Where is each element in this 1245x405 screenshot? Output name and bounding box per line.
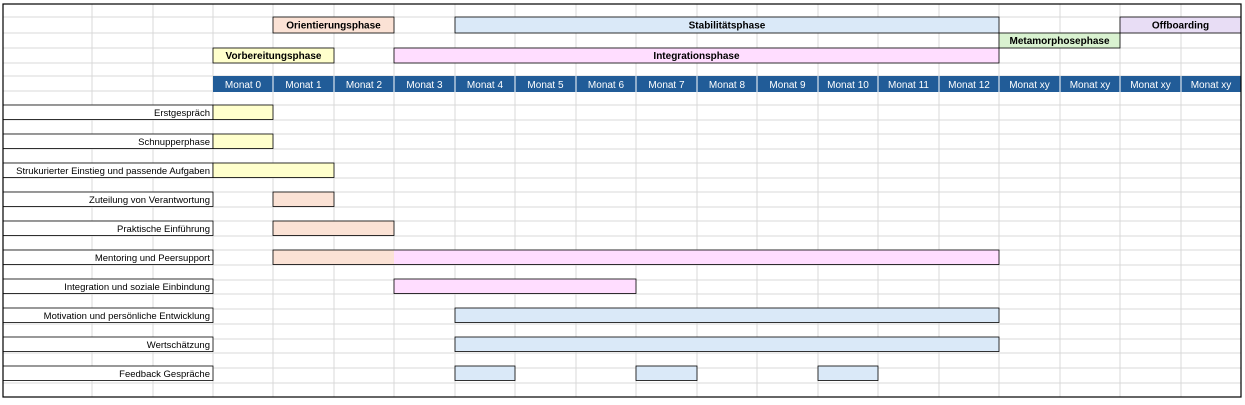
- task-label: Strukurierter Einstieg und passende Aufg…: [16, 166, 210, 177]
- month-header: Monat 0 Monat 1 Monat 2 Monat 3 Monat 4 Monat…: [213, 76, 1241, 92]
- phase-bar: [393, 47, 1000, 64]
- task-bar-outline: [272, 191, 335, 207]
- task-bar: [273, 192, 334, 207]
- task-bar-outline: [454, 307, 1000, 323]
- task-bar-outline: [454, 365, 516, 381]
- task-bar-outline: [212, 133, 274, 149]
- phase-label: Vorbereitungsphase: [226, 51, 322, 62]
- task-bar: [273, 221, 394, 236]
- phase-label: Stabilitätsphase: [689, 21, 766, 32]
- task-bar-outline: [635, 365, 698, 381]
- task-bar: [394, 279, 636, 294]
- month-label: Monat xy: [1009, 80, 1050, 91]
- phase-label: Integrationsphase: [653, 51, 740, 62]
- task-bar-outline: [817, 365, 879, 381]
- phase-bar: [272, 16, 395, 34]
- phase-bar: [998, 32, 1121, 49]
- month-label: Monat 9: [769, 80, 806, 91]
- task-bar-outline: [272, 220, 395, 236]
- task-bar: [636, 366, 697, 381]
- month-label: Monat 12: [948, 80, 990, 91]
- phase-rows: Orientierungsphase Stabilitätsphase Offboa…: [212, 16, 1242, 64]
- phase-bar: [212, 47, 335, 64]
- task-bar: [455, 366, 515, 381]
- task-bar: [213, 163, 334, 178]
- task-label: Praktische Einführung: [117, 224, 210, 235]
- month-label: Monat xy: [1070, 80, 1111, 91]
- task-bar: [273, 250, 394, 265]
- month-label: Monat 7: [648, 80, 685, 91]
- phase-label: Offboarding: [1152, 21, 1209, 32]
- task-label: Feedback Gespräche: [119, 369, 210, 380]
- sheet-border: [2, 3, 1242, 398]
- month-label: Monat xy: [1130, 80, 1171, 91]
- task-bar-outline: [212, 162, 335, 178]
- task-bar: [394, 250, 999, 265]
- month-label: Monat 8: [709, 80, 746, 91]
- month-label: Monat xy: [1191, 80, 1232, 91]
- phase-label: Metamorphosephase: [1009, 36, 1109, 47]
- task-bar: [213, 105, 273, 120]
- task-bar-outline: [212, 104, 274, 120]
- month-label: Monat 0: [225, 80, 262, 91]
- month-label: Monat 1: [285, 80, 322, 91]
- task-bar: [455, 308, 999, 323]
- month-label: Monat 6: [588, 80, 625, 91]
- task-label: Integration und soziale Einbindung: [64, 282, 210, 293]
- month-label: Monat 5: [527, 80, 564, 91]
- task-label: Schnupperphase: [138, 137, 210, 148]
- task-bar: [455, 337, 999, 352]
- task-label: Erstgespräch: [154, 108, 210, 119]
- task-bar-outline: [454, 336, 1000, 352]
- task-label: Motivation und persönliche Entwicklung: [44, 311, 210, 322]
- month-label: Monat 3: [406, 80, 443, 91]
- phase-label: Orientierungsphase: [286, 21, 381, 32]
- task-label: Zuteilung von Verantwortung: [89, 195, 210, 206]
- month-label: Monat 4: [467, 80, 504, 91]
- month-label: Monat 11: [888, 80, 929, 91]
- task-bar-outline: [393, 278, 637, 294]
- header-band: [213, 76, 1241, 92]
- task-rows: ErstgesprächSchnupperphaseStrukurierter …: [2, 104, 1000, 381]
- month-label: Monat 2: [346, 80, 383, 91]
- task-label: Mentoring und Peersupport: [95, 253, 210, 264]
- phase-bar: [454, 16, 1000, 34]
- task-label: Wertschätzung: [147, 340, 210, 351]
- task-bar: [818, 366, 878, 381]
- month-label: Monat 10: [827, 80, 869, 91]
- task-bar: [213, 134, 273, 149]
- task-bar-outline: [272, 249, 1000, 265]
